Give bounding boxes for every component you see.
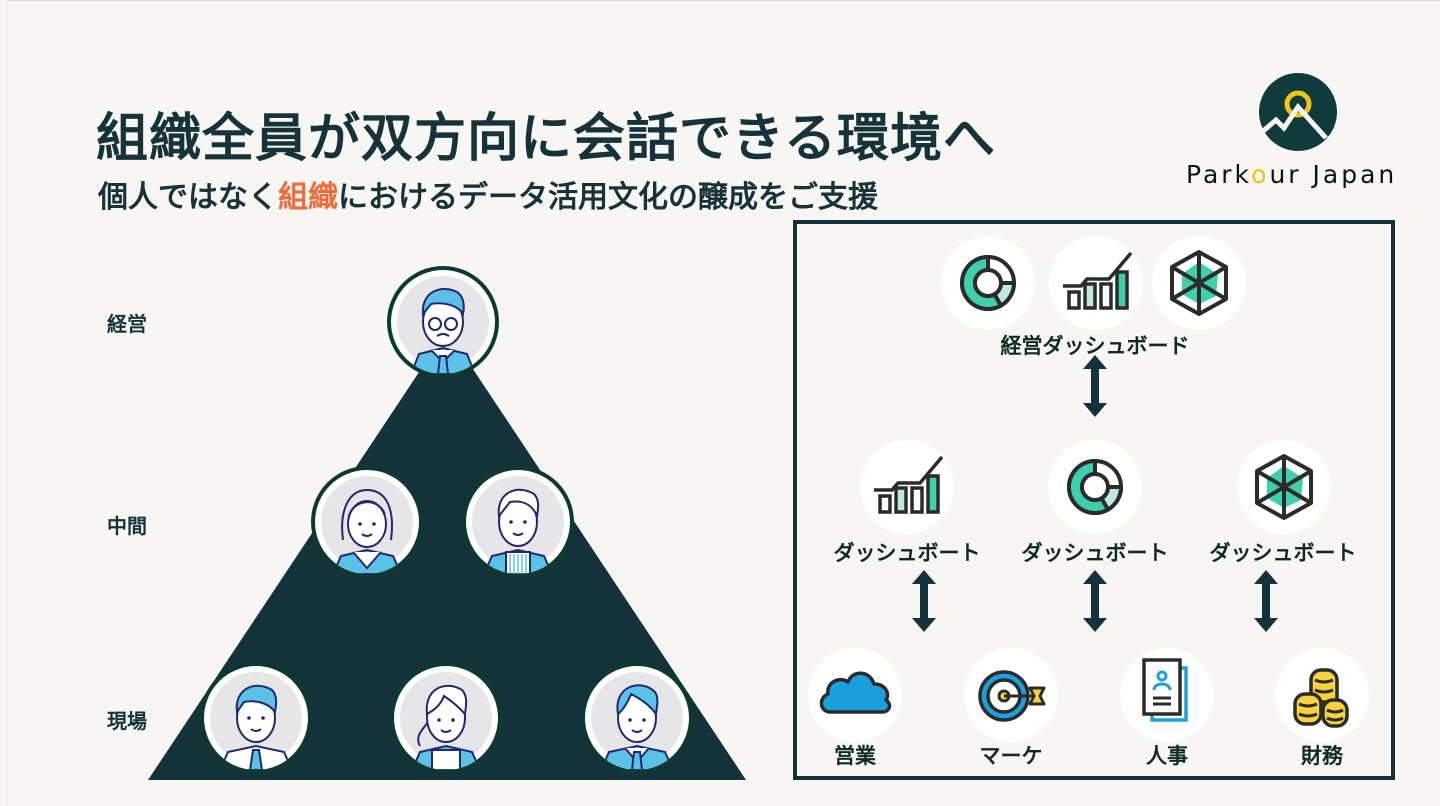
profile-document-icon	[1120, 648, 1214, 742]
bar-chart-icon	[860, 440, 954, 534]
staff-woman-avatar	[390, 662, 502, 774]
bidirectional-arrow-icon	[1083, 570, 1107, 632]
top-border	[6, 0, 1440, 1]
dashboard-label: ダッシュボート	[1021, 541, 1169, 565]
bidirectional-arrow-icon	[912, 570, 936, 632]
logo-text: Parkour Japan	[1186, 160, 1398, 189]
donut-chart-icon	[1048, 440, 1142, 534]
mountain-sun-icon	[1259, 73, 1337, 151]
executive-avatar	[387, 266, 499, 378]
subtitle-text-before: 個人ではなく	[98, 180, 278, 215]
staff-man2-avatar	[581, 662, 693, 774]
subtitle-highlight: 組織	[278, 180, 338, 215]
department-label-marketing: マーケ	[979, 744, 1043, 768]
executive-dashboard-label: 経営ダッシュボード	[1000, 334, 1190, 358]
radar-chart-icon	[1152, 236, 1246, 330]
manager-man-avatar	[462, 466, 574, 578]
page-subtitle: 個人ではなく組織におけるデータ活用文化の醸成をご支援	[98, 172, 878, 216]
target-icon	[964, 648, 1058, 742]
donut-chart-icon	[941, 236, 1035, 330]
subtitle-text-after: におけるデータ活用文化の醸成をご支援	[338, 180, 878, 215]
page-title: 組織全員が双方向に会話できる環境へ	[96, 109, 996, 169]
left-border	[6, 0, 8, 806]
staff-man-avatar	[200, 662, 312, 774]
level-label-executive: 経営	[107, 312, 147, 336]
dashboard-label: ダッシュボート	[1209, 541, 1357, 565]
bidirectional-arrow-icon	[1083, 355, 1107, 417]
manager-woman-avatar	[311, 466, 423, 578]
bar-chart-icon	[1049, 236, 1143, 330]
department-label-hr: 人事	[1146, 744, 1188, 768]
dashboard-label: ダッシュボート	[833, 541, 981, 565]
department-label-sales: 営業	[834, 744, 876, 768]
department-label-finance: 財務	[1301, 744, 1343, 768]
radar-chart-icon	[1237, 440, 1331, 534]
level-label-field: 現場	[107, 709, 147, 733]
level-label-middle: 中間	[107, 514, 147, 538]
cloud-icon	[808, 648, 902, 742]
org-pyramid	[148, 330, 746, 780]
coins-icon	[1275, 648, 1369, 742]
bidirectional-arrow-icon	[1254, 570, 1278, 632]
pyramid-shape	[148, 330, 746, 780]
